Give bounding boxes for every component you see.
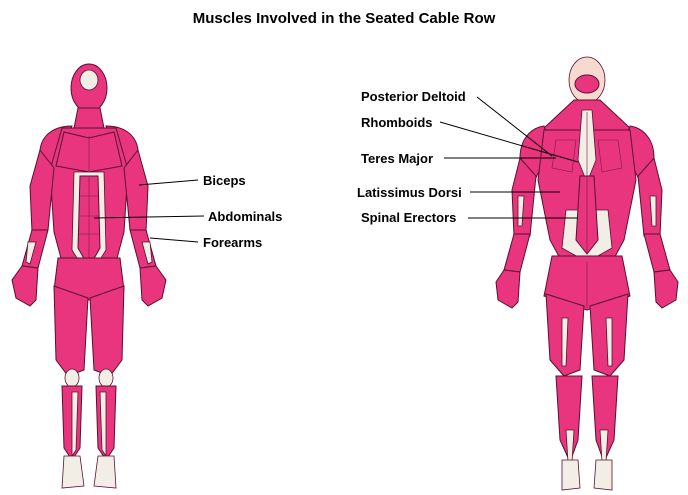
- front-figure: [12, 64, 166, 488]
- front-left-thigh: [54, 286, 88, 376]
- label-teres-major: Teres Major: [361, 151, 433, 166]
- back-right-foot: [594, 460, 612, 490]
- back-left-hand: [496, 270, 520, 308]
- front-face-tendon: [80, 70, 98, 90]
- leader-line-biceps: [139, 180, 198, 185]
- label-abdominals: Abdominals: [208, 209, 282, 224]
- back-right-hand: [654, 270, 678, 308]
- front-right-knee: [99, 369, 113, 387]
- front-left-knee: [65, 369, 79, 387]
- back-head-muscle: [575, 75, 599, 93]
- back-left-foot: [562, 460, 580, 490]
- back-left-forearm: [504, 234, 530, 272]
- front-right-thigh: [90, 286, 124, 376]
- front-neck: [74, 108, 104, 128]
- front-left-foot: [62, 456, 84, 488]
- label-posterior-deltoid: Posterior Deltoid: [361, 89, 466, 104]
- label-rhomboids: Rhomboids: [361, 115, 433, 130]
- front-left-hand: [12, 266, 38, 306]
- back-figure: [496, 57, 678, 490]
- label-spinal-erectors: Spinal Erectors: [361, 210, 456, 225]
- label-forearms: Forearms: [203, 235, 262, 250]
- front-right-foot: [94, 456, 116, 488]
- leader-line-forearms: [150, 238, 198, 242]
- label-latissimus-dorsi: Latissimus Dorsi: [357, 185, 462, 200]
- label-biceps: Biceps: [203, 173, 246, 188]
- back-right-forearm: [644, 234, 670, 272]
- front-right-hand: [140, 266, 166, 306]
